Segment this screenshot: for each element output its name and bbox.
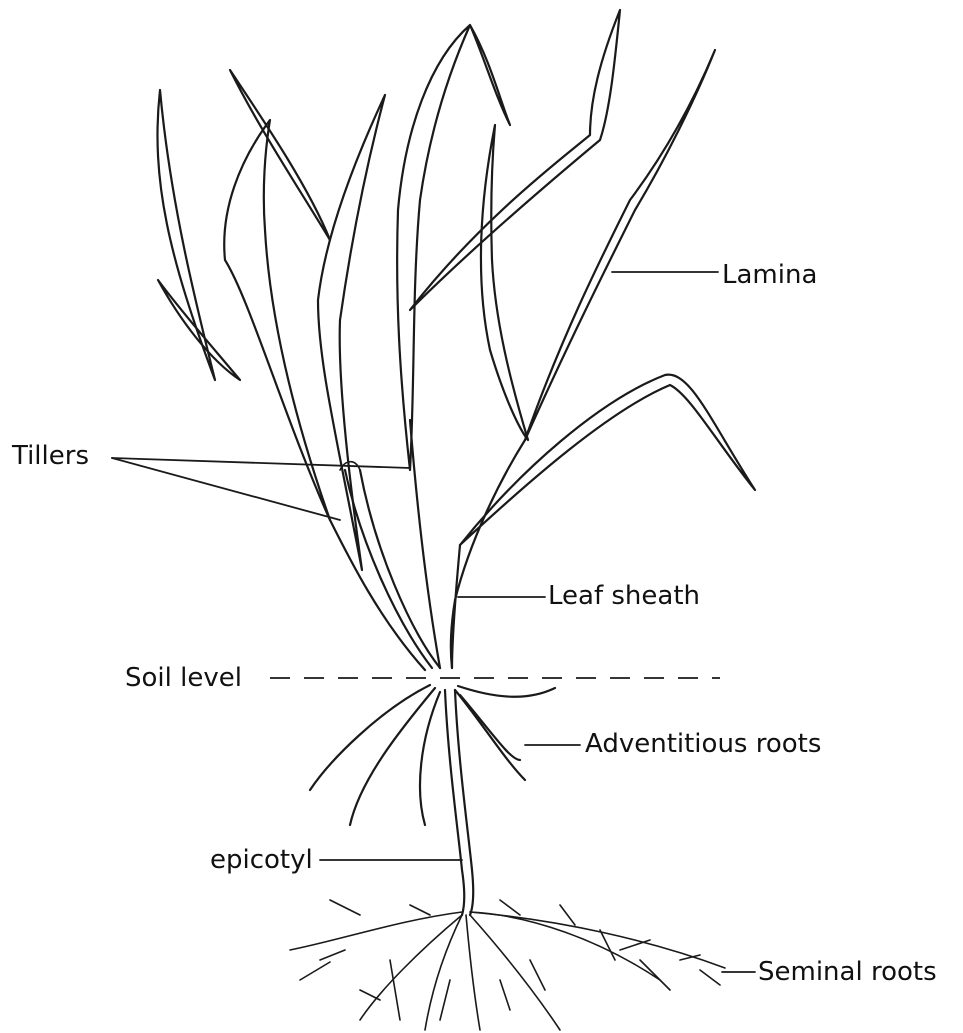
adventitious-roots-drawing [310,685,555,825]
label-lamina: Lamina [722,260,817,290]
leaf-central-tall [397,25,510,470]
leaves [157,10,755,570]
stem-right [451,440,525,668]
sem-root-c [466,915,480,1030]
label-seminal-roots: Seminal roots [758,957,937,987]
sem-root-l2 [360,915,462,1020]
leaf-right-upper [410,10,620,310]
tillers-leader-2 [112,458,340,520]
adv-root-5 [458,686,555,697]
leaf-lamina [525,50,715,440]
label-epicotyl: epicotyl [210,845,313,875]
leaf-small-left [158,280,240,380]
adv-root-1 [310,685,430,790]
leaf-far-left [157,90,215,380]
leaf-mid-right [481,125,528,440]
adv-root-6 [460,695,520,760]
sem-root-branches [300,900,720,1020]
tillers-leader-1 [112,458,410,468]
label-soil-level: Soil level [125,663,242,693]
adv-root-4 [455,690,525,780]
adv-root-3 [420,692,440,825]
leaf-left-tip [230,70,330,240]
label-adventitious-roots: Adventitious roots [585,729,821,759]
sem-root-r3 [470,915,560,1030]
label-tillers: Tillers [11,441,89,471]
stem-left-1 [330,520,425,670]
seminal-roots-drawing [290,900,725,1030]
epicotyl-stalk [445,690,464,915]
stem-center [410,420,440,668]
leaf-right-drooping [460,375,755,545]
sem-root-l1 [290,912,462,950]
label-leaf-sheath: Leaf sheath [548,581,700,611]
sem-root-l3 [425,915,462,1030]
leaf-left-blade [224,120,330,520]
